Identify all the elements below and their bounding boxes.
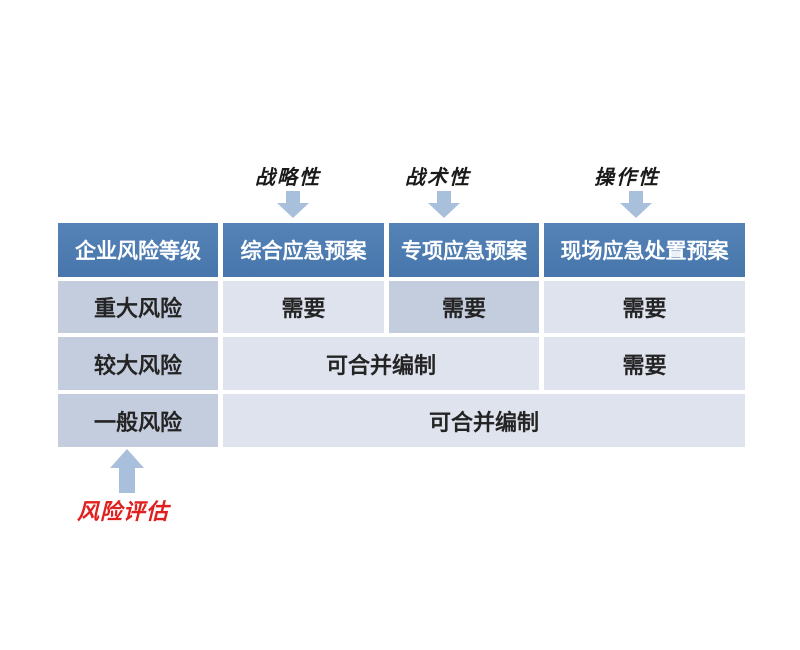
header-cell-risk-level: 企业风险等级	[58, 223, 218, 277]
down-arrow-icon	[428, 191, 460, 218]
row-major-risk-level: 重大风险	[58, 281, 218, 333]
row-larger-onsite-value: 需要	[544, 337, 745, 390]
up-arrow-icon	[110, 449, 144, 493]
row-larger-merged-value: 可合并编制	[223, 337, 539, 390]
top-label-tactical: 战术性	[405, 167, 471, 189]
row-general-merged-value: 可合并编制	[223, 394, 745, 447]
top-label-operational: 操作性	[594, 167, 660, 189]
risk-plan-table: 企业风险等级 综合应急预案 专项应急预案 现场应急处置预案 重大风险 需要 需要…	[58, 223, 745, 447]
top-label-strategic: 战略性	[255, 167, 321, 189]
row-larger-risk-level: 较大风险	[58, 337, 218, 390]
down-arrow-icon	[620, 191, 652, 218]
risk-assessment-label: 风险评估	[76, 499, 170, 524]
row-major-onsite-value: 需要	[544, 281, 745, 333]
row-major-comprehensive-value: 需要	[223, 281, 384, 333]
row-general-risk-level: 一般风险	[58, 394, 218, 447]
header-cell-special-plan: 专项应急预案	[389, 223, 539, 277]
row-major-special-value: 需要	[389, 281, 539, 333]
header-cell-comprehensive-plan: 综合应急预案	[223, 223, 384, 277]
header-cell-onsite-plan: 现场应急处置预案	[544, 223, 745, 277]
down-arrow-icon	[277, 191, 309, 218]
